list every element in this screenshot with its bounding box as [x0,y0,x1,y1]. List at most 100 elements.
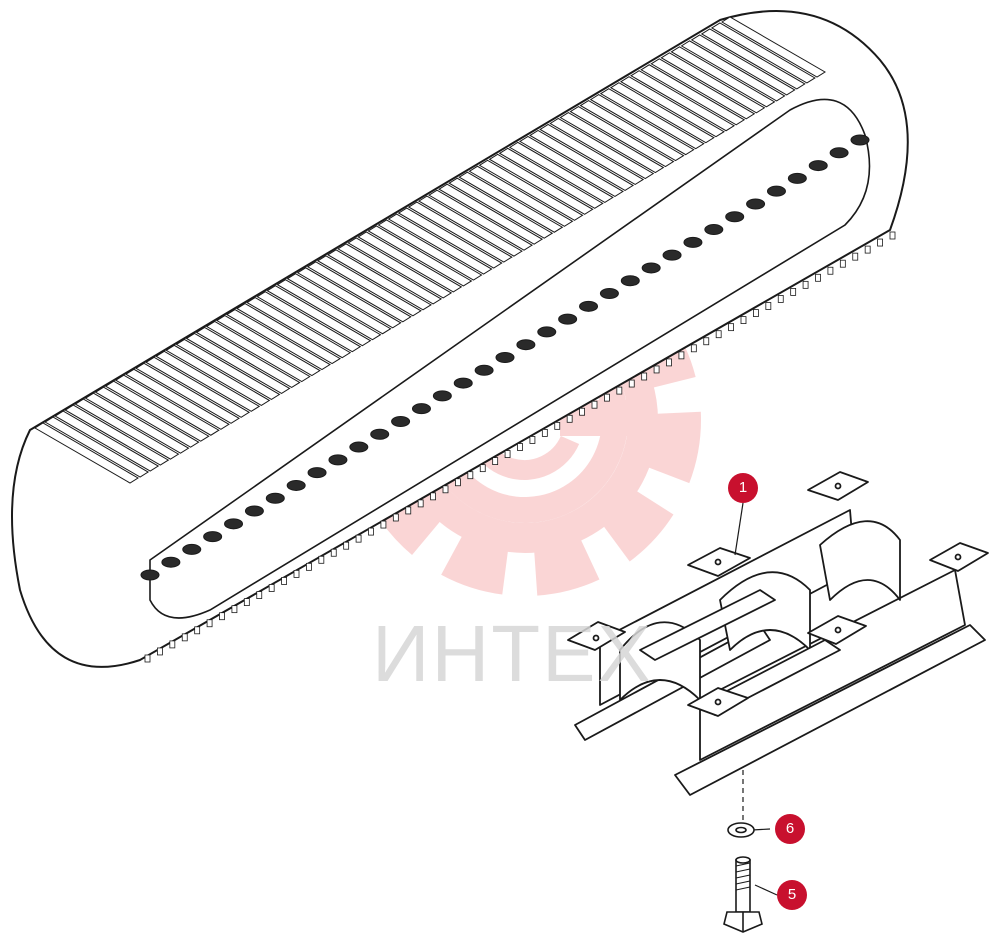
inner-tooth [753,309,759,317]
tread-lug [458,171,564,233]
bracket-crossbar-1 [639,589,776,661]
bolt-thread [735,862,751,891]
chain-link [662,249,682,261]
tread-lug [569,105,675,168]
chain-link [516,339,536,351]
inner-tooth [641,372,648,381]
leader-lines [734,502,778,896]
tread-lug [44,416,150,478]
tread-lug [94,386,200,448]
tread-lug [620,76,725,138]
tread-lug [680,40,786,102]
tread-lug [599,88,705,150]
chain-link [746,198,766,210]
tread-lug [549,117,655,180]
frame-bracket [567,471,989,796]
inner-tooth [256,591,263,599]
callout-part-6[interactable]: 6 [775,814,805,844]
inner-tooth [554,421,561,430]
chain-link [537,326,557,338]
inner-tooth [430,492,436,501]
tread-lug [225,308,331,371]
chain-link [411,403,431,415]
inner-tooth [703,337,710,346]
tread-lug [529,129,635,192]
chain-link [683,236,703,248]
tread-lug [417,195,523,257]
tread-lug [256,291,362,353]
inner-tooth [157,647,163,656]
inner-tooth [281,577,287,585]
tread-lug [690,34,796,96]
tread-lug [74,398,180,460]
inner-tooth [616,386,623,395]
tread-lug [185,332,291,395]
tread-lug [276,279,382,341]
tread-lug [589,94,695,156]
chain-link [787,172,807,184]
chain-link [453,377,473,389]
chain-link [808,160,828,172]
tread-lug [397,207,503,269]
tread-lug [438,183,544,245]
chain-link [641,262,661,274]
inner-tooth [231,605,238,614]
tread-lug [205,320,311,383]
inner-tooth [442,485,449,494]
tread-lug [387,213,493,275]
tread-lug [347,237,453,299]
inner-tooth [889,231,896,240]
tread-lug [124,368,230,430]
tread-lug [518,135,624,197]
bolt-shank [735,859,751,913]
chain-link [558,313,578,325]
inner-tooth [877,238,883,247]
inner-tooth [455,478,461,487]
chain-link [391,415,411,427]
callout-part-5[interactable]: 5 [777,880,807,910]
tread-lug [306,261,412,323]
inner-tooth [268,584,275,592]
chain-link [704,224,724,236]
inner-tooth [243,598,250,606]
tread-lug [357,231,463,293]
inner-tooth [541,428,548,437]
tread-lug [296,267,402,329]
tread-lug [246,297,352,359]
tread-lug [579,100,685,162]
tread-lug [316,255,422,317]
tread-lug [155,350,261,412]
tread-lug [650,58,756,120]
tread-lug [104,380,210,442]
tread-lug [54,410,160,472]
tread-lug [721,16,826,78]
chain-link [161,556,181,568]
inner-tooth [728,323,734,332]
inner-tooth [529,436,536,444]
chain-link [474,364,494,376]
inner-tooth [678,351,685,360]
bolt-part [723,856,763,933]
leader-line-5 [754,884,778,896]
tread-lug [407,201,513,263]
inner-tooth [864,245,871,254]
chain-link [579,300,599,312]
bracket-mount-pads [567,471,989,717]
callout-part-1[interactable]: 1 [728,473,758,503]
leader-line-1 [734,502,744,556]
inner-tooth [380,520,387,529]
chain-link [620,275,640,287]
track-assembly [11,10,909,668]
inner-tooth [392,513,399,522]
inner-tooth [330,548,337,557]
inner-tooth [715,330,722,339]
chain-link [432,390,452,402]
chain-link [599,288,619,300]
tread-lug [559,111,665,174]
tread-lug [195,326,301,389]
tread-lug [710,22,816,84]
tread-lug [367,225,473,287]
inner-tooth [206,619,213,628]
tread-lug [165,344,271,406]
tread-lug [539,123,645,186]
